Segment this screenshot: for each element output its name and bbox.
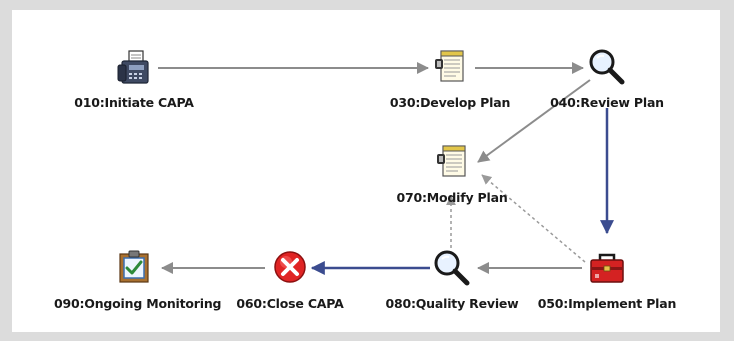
magnifier-icon: [434, 250, 470, 286]
node-label: 070:Modify Plan: [396, 190, 508, 205]
edge-050-070: [481, 174, 586, 263]
node-label: 010:Initiate CAPA: [74, 95, 194, 110]
clipboard-check-icon: [119, 250, 149, 283]
node-ongoing-monitoring[interactable]: 090:Ongoing Monitoring: [54, 248, 222, 318]
node-label: 030:Develop Plan: [389, 95, 511, 110]
node-develop-plan[interactable]: 030:Develop Plan: [370, 47, 530, 117]
magnifier-icon: [589, 49, 625, 85]
node-implement-plan[interactable]: 050:Implement Plan: [527, 248, 687, 318]
fax-machine-icon: [117, 50, 149, 84]
node-close-capa[interactable]: 060:Close CAPA: [210, 248, 370, 318]
notepad-icon: [435, 50, 464, 82]
red-x-icon: [274, 251, 306, 283]
node-label: 060:Close CAPA: [236, 296, 344, 311]
node-quality-review[interactable]: 080:Quality Review: [372, 248, 532, 318]
node-label: 090:Ongoing Monitoring: [54, 296, 222, 311]
notepad-icon: [437, 145, 466, 177]
node-label: 080:Quality Review: [385, 296, 519, 311]
node-label: 050:Implement Plan: [537, 296, 677, 311]
node-initiate-capa[interactable]: 010:Initiate CAPA: [54, 47, 214, 117]
edge-040-070: [477, 79, 591, 163]
toolbox-icon: [590, 253, 624, 283]
node-label: 040:Review Plan: [550, 95, 664, 110]
node-review-plan[interactable]: 040:Review Plan: [527, 47, 687, 117]
node-modify-plan[interactable]: 070:Modify Plan: [372, 142, 532, 212]
